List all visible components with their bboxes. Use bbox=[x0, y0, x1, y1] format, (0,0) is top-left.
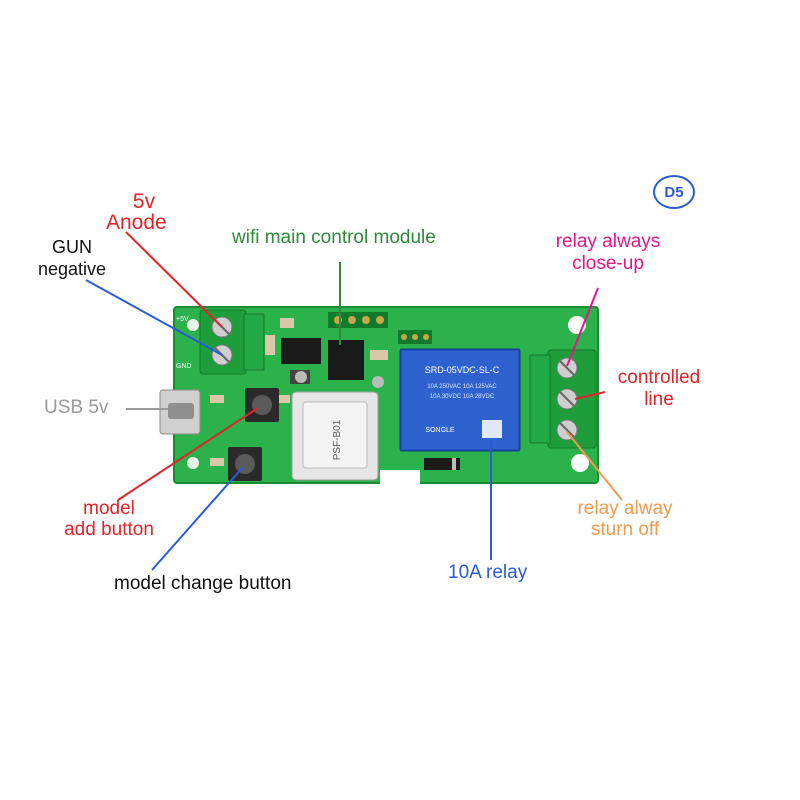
label-gun: GUN bbox=[52, 237, 92, 257]
leader-gun-negative bbox=[85, 279, 223, 356]
label-model-change: model change button bbox=[114, 573, 292, 594]
leader-5v-anode bbox=[125, 231, 223, 328]
label-controlled-2: line bbox=[644, 389, 674, 410]
leader-relay-off bbox=[566, 431, 623, 501]
relay-rating-1: 10A 250VAC 10A 125VAC bbox=[427, 384, 497, 390]
mount-hole bbox=[571, 454, 589, 472]
label-wifi-module: wifi main control module bbox=[232, 227, 436, 248]
leader-model-change bbox=[151, 466, 244, 571]
label-anode: Anode bbox=[106, 211, 167, 234]
label-negative: negative bbox=[38, 259, 107, 279]
relay-brand: SONGLE bbox=[425, 427, 455, 434]
leader-relay-close bbox=[566, 287, 599, 367]
mount-hole bbox=[187, 457, 199, 469]
pin-gnd-text: GND bbox=[176, 363, 192, 370]
mount-hole bbox=[187, 319, 199, 331]
leader-model-add bbox=[117, 407, 259, 501]
diode bbox=[424, 458, 460, 470]
relay-model-text: SRD-05VDC-SL-C bbox=[425, 365, 500, 375]
relay-rating-2: 10A 30VDC 10A 28VDC bbox=[430, 394, 495, 400]
label-usb: USB 5v bbox=[44, 397, 109, 418]
label-relay-close-2: close-up bbox=[572, 253, 644, 274]
d5-badge: D5 bbox=[653, 175, 695, 209]
label-model-add-2: add button bbox=[64, 519, 154, 540]
label-relay-off-2: sturn off bbox=[590, 519, 660, 540]
label-model-add-1: model bbox=[83, 498, 135, 519]
main-ic bbox=[328, 340, 364, 380]
label-10a-relay: 10A relay bbox=[448, 562, 528, 583]
label-relay-close-1: relay always bbox=[555, 231, 661, 252]
label-5v: 5v bbox=[132, 190, 156, 213]
label-controlled-1: controlled bbox=[617, 367, 701, 388]
module-id: PSF-B01 bbox=[332, 419, 343, 460]
leader-controlled-line bbox=[574, 391, 606, 400]
label-relay-off-1: relay alway bbox=[577, 498, 673, 519]
pin-5v-text: +5V bbox=[176, 316, 189, 323]
